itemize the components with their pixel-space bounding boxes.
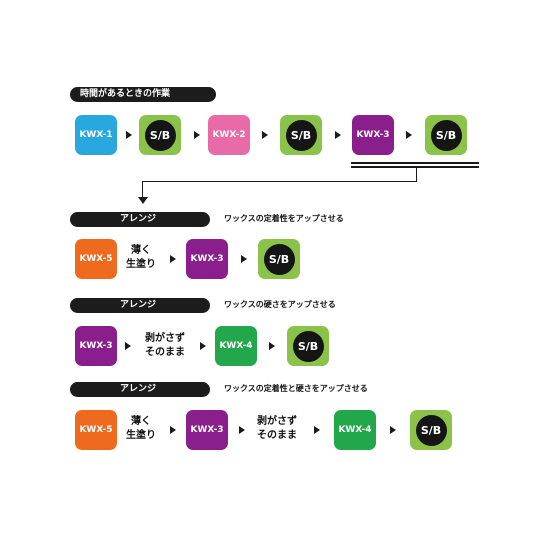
arrow-right-icon [200,342,206,350]
thin-line1: 薄く [131,416,151,427]
sb-label: S/B [268,252,290,266]
arrow-right-icon [125,342,131,350]
sb-circle: S/B [263,243,295,275]
no-strip-line2: そのまま [257,430,297,441]
kwx3-label: KWX-3 [79,341,113,351]
kwx5-label: KWX-5 [79,254,113,264]
double-line-top [351,162,479,164]
kwx5-box: KWX-5 [75,239,117,279]
arrow-down-icon [138,197,148,204]
kwx4-box: KWX-4 [215,326,257,366]
sb-box: S/B [287,326,329,366]
sb-box: S/B [139,115,181,155]
kwx3-label: KWX-3 [356,130,390,140]
section4-pill: アレンジ [70,382,210,397]
arrow-right-icon [269,342,275,350]
arrow-right-icon [170,426,176,434]
section3-caption: ワックスの硬さをアップさせる [224,300,336,309]
connector-down [142,181,143,198]
arrow-right-icon [262,131,268,139]
sb-circle: S/B [144,119,176,151]
connector-horizontal [142,181,417,182]
thin-coat-note: 薄く 生塗り [121,244,161,272]
kwx3-label: KWX-3 [190,254,224,264]
arrow-right-icon [241,255,247,263]
kwx4-box: KWX-4 [334,410,376,450]
section1-title-pill: 時間があるときの作業 [70,87,216,102]
kwx3-box: KWX-3 [186,410,228,450]
sb-label: S/B [290,128,312,142]
thin-line2: 生塗り [126,259,156,270]
sb-label: S/B [297,339,319,353]
kwx3-box: KWX-3 [75,326,117,366]
arrow-right-icon [126,131,132,139]
no-strip-line1: 剥がさず [257,416,297,427]
no-strip-note: 剥がさず そのまま [140,332,190,360]
kwx2-box: KWX-2 [208,115,250,155]
arrow-right-icon [390,426,396,434]
arrow-right-icon [239,426,245,434]
sb-label: S/B [420,423,442,437]
section4-pill-label: アレンジ [120,384,157,394]
thin-line1: 薄く [131,245,151,256]
no-strip-line1: 剥がさず [145,333,185,344]
kwx4-label: KWX-4 [338,425,372,435]
thin-coat-note: 薄く 生塗り [121,415,161,443]
section3-pill: アレンジ [70,298,210,313]
sb-circle: S/B [292,330,324,362]
section2-pill-label: アレンジ [120,214,157,224]
no-strip-note: 剥がさず そのまま [252,415,302,443]
sb-circle: S/B [430,119,462,151]
sb-label: S/B [149,128,171,142]
kwx3-box: KWX-3 [352,115,394,155]
double-line-bottom [351,166,479,168]
sb-box: S/B [425,115,467,155]
section2-caption: ワックスの定着性をアップさせる [224,214,344,223]
section1-title: 時間があるときの作業 [80,89,171,99]
kwx5-box: KWX-5 [75,410,117,450]
kwx4-label: KWX-4 [219,341,253,351]
thin-line2: 生塗り [126,430,156,441]
arrow-right-icon [314,426,320,434]
kwx1-box: KWX-1 [75,115,117,155]
section3-pill-label: アレンジ [120,300,157,310]
sb-box: S/B [280,115,322,155]
sb-circle: S/B [285,119,317,151]
section4-caption: ワックスの定着性と硬さをアップさせる [224,384,368,393]
kwx2-label: KWX-2 [212,130,246,140]
kwx3-label: KWX-3 [190,425,224,435]
kwx5-label: KWX-5 [79,425,113,435]
connector-vertical [416,168,417,181]
arrow-right-icon [170,255,176,263]
section2-pill: アレンジ [70,212,210,227]
arrow-right-icon [335,131,341,139]
kwx3-box: KWX-3 [186,239,228,279]
arrow-right-icon [406,131,412,139]
no-strip-line2: そのまま [145,347,185,358]
sb-circle: S/B [415,414,447,446]
arrow-right-icon [194,131,200,139]
kwx1-label: KWX-1 [79,130,113,140]
sb-box: S/B [258,239,300,279]
sb-label: S/B [435,128,457,142]
sb-box: S/B [410,410,452,450]
